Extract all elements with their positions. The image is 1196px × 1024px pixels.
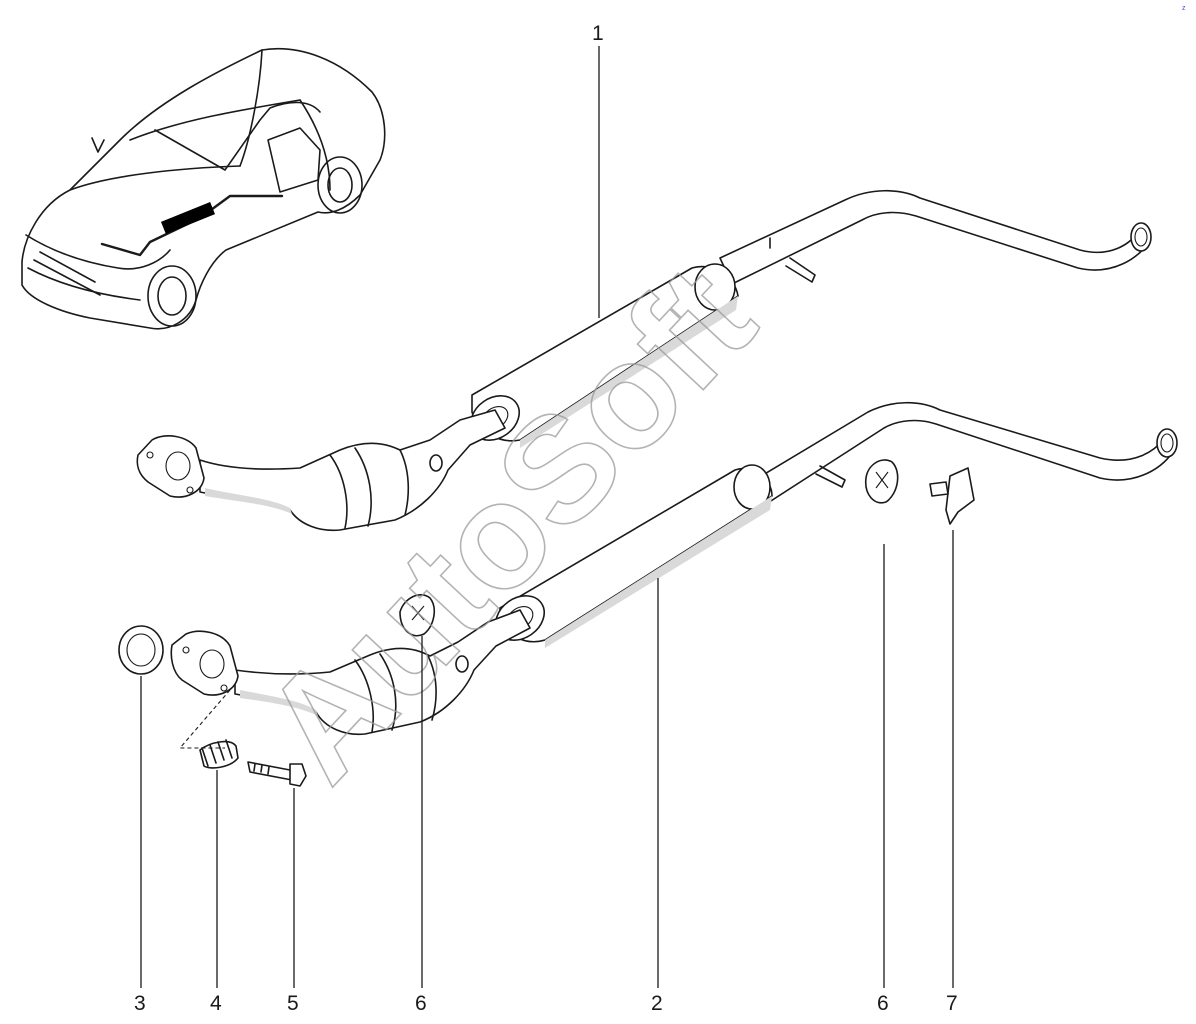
exhaust-assembly-upper (136, 189, 1152, 532)
bolt (247, 761, 307, 787)
callout-6b: 6 (877, 992, 889, 1015)
gasket-ring (118, 625, 164, 675)
callout-3: 3 (134, 992, 146, 1015)
callout-6a: 6 (415, 992, 427, 1015)
corner-mark: z (1182, 5, 1186, 12)
callout-5: 5 (287, 992, 299, 1015)
exhaust-assembly-lower (170, 401, 1178, 749)
rubber-mount-1 (399, 594, 436, 637)
callout-2: 2 (651, 992, 663, 1015)
car-location-thumbnail (21, 48, 386, 330)
clamp-bracket (929, 467, 975, 525)
callout-1: 1 (592, 22, 604, 45)
callout-7: 7 (946, 992, 958, 1015)
spring (199, 739, 239, 769)
rubber-mount-2 (864, 459, 899, 504)
callout-4: 4 (210, 992, 222, 1015)
